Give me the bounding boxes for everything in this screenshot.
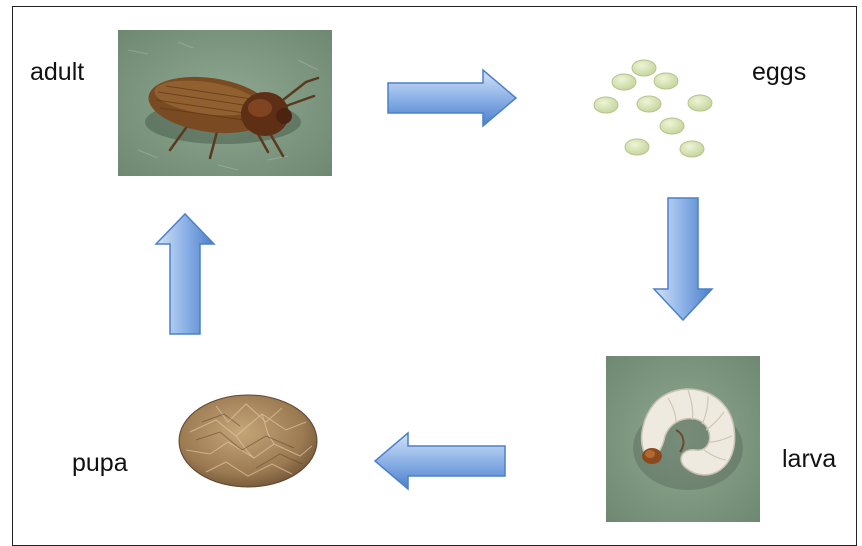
eggs-cluster-icon [590, 56, 720, 162]
stage-label-pupa: pupa [72, 451, 128, 476]
grub-photo-icon [606, 356, 760, 522]
pupa-cocoon-icon [176, 392, 320, 490]
arrow-down-icon [652, 196, 714, 322]
arrow-up-icon [154, 212, 216, 336]
stage-label-eggs: eggs [752, 60, 806, 85]
stage-label-adult: adult [30, 60, 84, 85]
stage-label-larva: larva [782, 447, 836, 472]
beetle-photo-icon [118, 30, 332, 176]
arrow-right-icon [386, 68, 518, 128]
arrow-left-icon [373, 431, 507, 491]
